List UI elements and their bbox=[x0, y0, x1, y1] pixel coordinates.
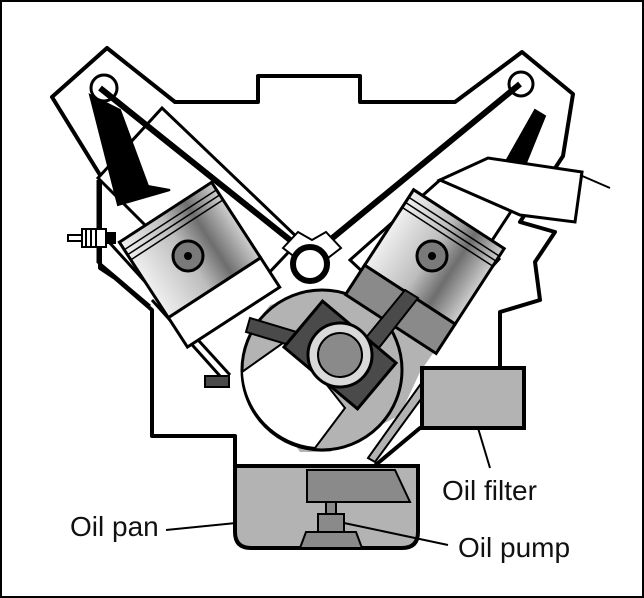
timing-chain bbox=[98, 81, 522, 284]
oil-pump-label: Oil pump bbox=[458, 532, 570, 563]
oil-pan-label: Oil pan bbox=[70, 511, 159, 542]
oil-filter bbox=[420, 366, 526, 430]
oil-pan-leader bbox=[165, 522, 237, 531]
oil-filter-label: Oil filter bbox=[442, 475, 537, 506]
oil-pump-leader bbox=[343, 522, 449, 546]
oil-filter-leader bbox=[477, 427, 491, 469]
spark-plug bbox=[67, 228, 116, 248]
crankshaft bbox=[281, 299, 399, 411]
